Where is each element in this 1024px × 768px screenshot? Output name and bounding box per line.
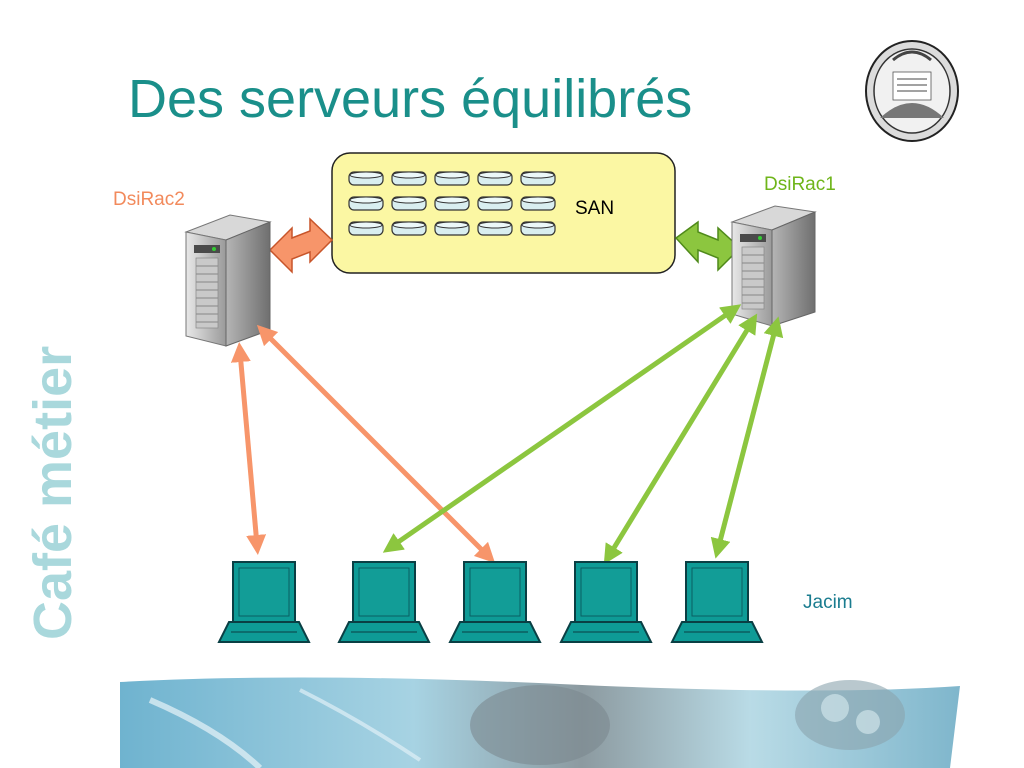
disk-icon xyxy=(434,171,470,186)
client-laptops xyxy=(217,561,764,643)
label-dsirac2: DsiRac2 xyxy=(113,189,185,210)
disk-icon xyxy=(391,221,427,236)
disk-icon xyxy=(391,196,427,211)
disk-icon xyxy=(520,221,556,236)
server-dsirac1-icon xyxy=(730,205,817,327)
laptop-icon-4 xyxy=(559,561,653,643)
laptop-icon-1 xyxy=(217,561,311,643)
disk-icon xyxy=(434,196,470,211)
link-dsirac2-laptop-3 xyxy=(256,324,496,564)
disk-icon xyxy=(477,221,513,236)
decorative-banner xyxy=(120,677,960,768)
link-dsirac2-san xyxy=(268,217,334,274)
museum-logo xyxy=(865,40,959,142)
link-dsirac1-laptop-2 xyxy=(382,304,742,553)
label-jacim: Jacim xyxy=(803,592,853,613)
san-storage xyxy=(331,152,676,274)
disk-array-icon xyxy=(348,171,556,236)
label-dsirac1: DsiRac1 xyxy=(764,174,836,195)
server-dsirac2-icon xyxy=(184,214,272,347)
link-dsirac2-laptop-1 xyxy=(230,342,267,555)
disk-icon xyxy=(520,196,556,211)
disk-icon xyxy=(348,171,384,186)
laptop-icon-5 xyxy=(670,561,764,643)
laptop-icon-3 xyxy=(448,561,542,643)
disk-icon xyxy=(348,196,384,211)
label-san: SAN xyxy=(575,198,615,219)
disk-icon xyxy=(477,196,513,211)
disk-icon xyxy=(520,171,556,186)
link-dsirac1-laptop-5 xyxy=(710,316,784,559)
disk-icon xyxy=(391,171,427,186)
link-dsirac1-laptop-4 xyxy=(603,313,758,565)
slide-title: Des serveurs équilibrés xyxy=(128,69,693,129)
link-dsirac1-san xyxy=(674,220,742,272)
disk-icon xyxy=(477,171,513,186)
disk-icon xyxy=(348,221,384,236)
laptop-icon-2 xyxy=(337,561,431,643)
disk-icon xyxy=(434,221,470,236)
